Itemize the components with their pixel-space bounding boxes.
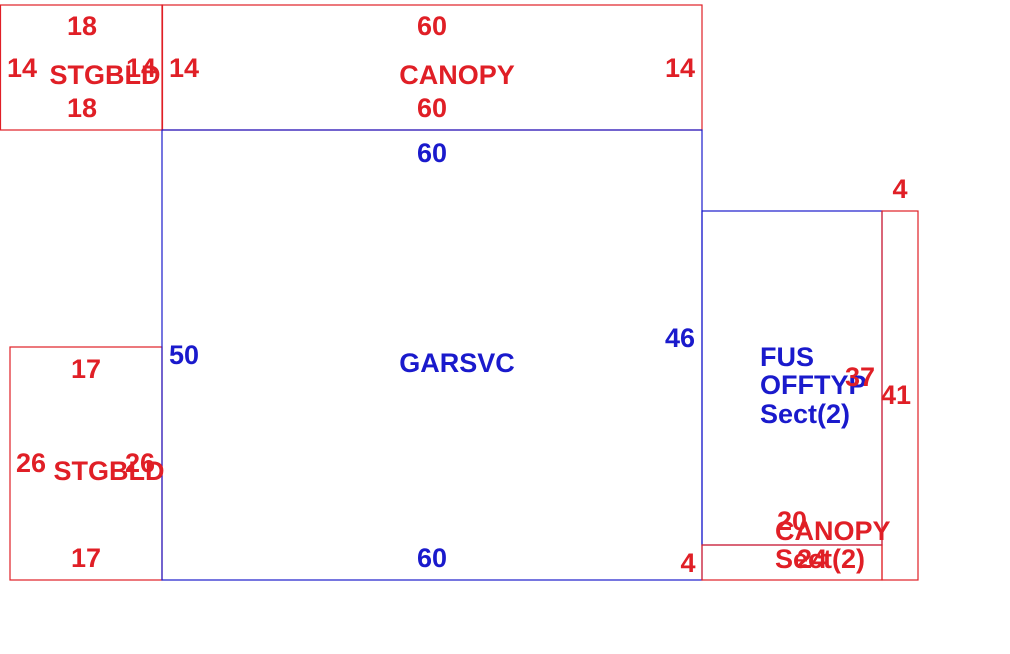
stgbld-top-dim-top: 18 [67,11,97,41]
canopy-bottom-dim-top: 20 [777,506,807,536]
canopy-bottom-label-line1: CANOPY [775,516,891,546]
stgbld-bottom-dim-left: 26 [16,448,46,478]
stgbld-bottom-dim-top: 17 [71,354,101,384]
canopy-top-dim-bottom: 60 [417,93,447,123]
canopy-top-label: CANOPY [399,60,515,90]
offtyp-label-line2: OFFTYP [760,370,867,400]
canopy-bottom-dim-left: 4 [680,548,695,578]
garsvc-dim-right: 46 [665,323,695,353]
stgbld-top-dim-bottom: 18 [67,93,97,123]
stgbld-bottom-label: STGBLD [54,456,165,486]
stgbld-bottom-dim-right: 26 [125,448,155,478]
garsvc-label: GARSVC [399,348,515,378]
garsvc-dim-left: 50 [169,340,199,370]
garsvc-dim-top: 60 [417,138,447,168]
offtyp-label-line1: FUS [760,342,814,372]
canopy-bottom-label-line2: Sect(2) [775,544,865,574]
canopy-bottom-dim-bottom: 24 [797,544,827,574]
canopy-right-outline [881,210,919,581]
offtyp-label-line3: Sect(2) [760,399,850,429]
canopy-bottom-outline [701,544,883,581]
canopy-top-dim-left: 14 [169,53,199,83]
offtyp-dim-right: 37 [845,362,875,392]
canopy-top-dim-top: 60 [417,11,447,41]
stgbld-top-label: STGBLD [50,60,161,90]
stgbld-bottom-dim-bottom: 17 [71,543,101,573]
garsvc-dim-bottom: 60 [417,543,447,573]
canopy-right-dim-right: 41 [881,380,911,410]
stgbld-top-dim-right: 14 [126,53,156,83]
canopy-right-dim-top: 4 [892,174,907,204]
canopy-top-dim-right: 14 [665,53,695,83]
stgbld-top-dim-left: 14 [7,53,37,83]
